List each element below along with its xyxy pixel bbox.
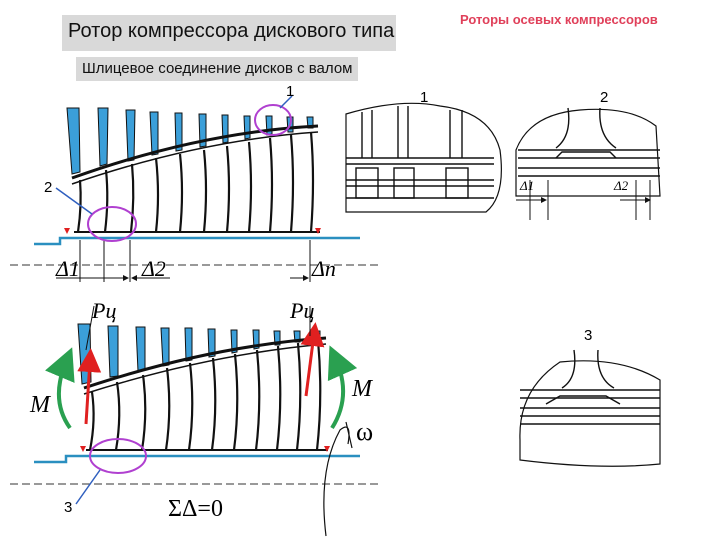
- pc-right-symbol: Pц: [289, 298, 314, 323]
- subheading-background: [76, 57, 358, 81]
- delta2-symbol: Δ2: [141, 256, 166, 281]
- title-background: [62, 15, 396, 51]
- page-title: Ротор компрессора дискового типа: [68, 20, 395, 42]
- bottom-rotor: [10, 305, 380, 537]
- detail-1-label: 1: [420, 89, 428, 106]
- sum-delta-equation: ΣΔ=0: [168, 496, 223, 522]
- centrifugal-force-arrow-left: [77, 348, 102, 425]
- centrifugal-force-arrow-right: [300, 322, 325, 397]
- moment-arrow-left: [45, 347, 75, 430]
- bottom-rotor-disks: [88, 339, 322, 451]
- detail-2-label: 2: [600, 89, 608, 106]
- detail-view-2: [515, 107, 661, 220]
- moment-right-symbol: M: [351, 376, 374, 402]
- detail-view-1: [345, 102, 502, 213]
- bottom-rotor-blades: [77, 323, 321, 385]
- omega-symbol: ω: [356, 417, 373, 446]
- detail-view-3: [519, 349, 661, 467]
- section-heading: Роторы осевых компрессоров: [460, 12, 658, 27]
- highlight-circle-2: [87, 206, 137, 242]
- detail-3-label: 3: [584, 327, 592, 344]
- callout-2-label: 2: [44, 179, 52, 196]
- deltan-symbol: Δn: [311, 256, 336, 281]
- moment-arrow-right: [327, 345, 358, 430]
- callout-3-label: 3: [64, 499, 72, 516]
- detail-delta1-symbol: Δ1: [519, 178, 534, 193]
- detail-delta2-symbol: Δ2: [613, 178, 629, 193]
- pc-left-symbol: Pц: [91, 298, 116, 323]
- top-rotor-blades: [66, 107, 314, 175]
- subheading: Шлицевое соединение дисков с валом: [82, 60, 353, 77]
- top-rotor-disks: [76, 131, 315, 233]
- callout-1-label: 1: [286, 83, 294, 100]
- top-rotor: [10, 95, 380, 282]
- moment-left-symbol: M: [29, 392, 52, 418]
- rotation-arrow: [323, 426, 350, 537]
- highlight-circle-3: [89, 438, 147, 474]
- highlight-circle-1: [254, 104, 292, 136]
- delta1-symbol: Δ1: [55, 256, 80, 281]
